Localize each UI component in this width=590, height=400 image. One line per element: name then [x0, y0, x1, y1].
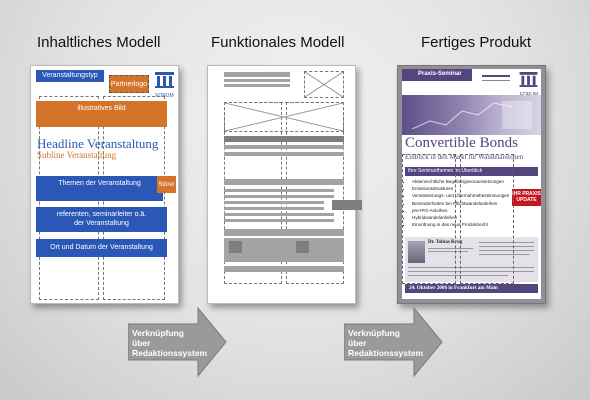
speaker-text-line	[428, 248, 473, 249]
list-item: Einordnung in das neue Produktrecht	[412, 221, 510, 228]
speakers-label: referenten, seminarleiter o.ä. der Veran…	[56, 211, 147, 227]
wire-footer-bar	[224, 266, 344, 272]
wire-header-bar	[224, 72, 290, 77]
title-functional-model: Funktionales Modell	[211, 34, 345, 51]
wire-text-line	[224, 207, 324, 210]
event-type-label: Veranstaltungstyp	[42, 71, 98, 79]
chart-line-image	[411, 101, 532, 130]
product-footer-bar: 24. Oktober 2006 in Frankfurt am Main	[405, 284, 538, 293]
right-arrow-icon	[127, 306, 227, 378]
guide-column-right	[460, 154, 514, 284]
partner-logo-label: Partnerlogo	[110, 80, 148, 88]
finished-product-page: Praxis-Seminar FORUM Convertible Bonds	[397, 65, 546, 304]
illustrative-image-bar: illustratives Bild	[36, 101, 167, 127]
topics-label: Themen der Veranstaltung	[58, 180, 141, 187]
subline-text: Subline Veranstaltung	[37, 150, 117, 160]
product-speakers-block: Dr. Tobias Krug	[405, 237, 538, 282]
product-topics-heading-bar: Ihre Seminarthemen im Überblick	[405, 167, 538, 176]
wire-topics-heading	[224, 179, 344, 185]
speaker-text-line	[479, 254, 529, 255]
praxis-update-badge: IHR PRAXIS UPDATE	[512, 189, 541, 206]
image-placeholder-icon	[304, 71, 344, 98]
functional-model-page	[207, 65, 362, 304]
arrow-label-2: Verknüpfung über Redaktionssystem	[348, 328, 424, 359]
speaker-text-line	[479, 250, 534, 251]
title-content-model: Inhaltliches Modell	[37, 34, 161, 51]
product-topics-heading: Ihre Seminarthemen im Überblick	[408, 168, 483, 174]
praxis-update-label: IHR PRAXIS UPDATE	[512, 191, 541, 203]
wire-badge	[332, 200, 362, 210]
list-item: Emissionsstrukturen	[412, 185, 510, 192]
product-tag: Praxis-Seminar	[418, 71, 462, 77]
list-item: Aktienrechtliche Begebungsvoraussetzunge…	[412, 178, 510, 185]
wire-header-bar	[224, 79, 290, 82]
wire-subline	[224, 152, 344, 156]
speaker-text-line	[408, 271, 534, 272]
wire-text-line	[224, 219, 334, 222]
link-arrow-2: Verknüpfung über Redaktionssystem	[343, 306, 444, 385]
stoerer-label: Störer	[158, 181, 175, 188]
speaker-text-line	[408, 275, 508, 276]
stoerer-badge: Störer	[157, 176, 176, 193]
list-item: pre-IPO-Anleihen	[412, 207, 510, 214]
partner-logo-box: Partnerlogo	[109, 75, 149, 93]
illustrative-image-label: illustratives Bild	[77, 104, 126, 112]
wire-text-line	[224, 201, 324, 204]
speaker-text-line	[479, 246, 534, 247]
content-model-page: Veranstaltungstyp Partnerlogo FORUM illu…	[30, 65, 179, 304]
list-item: Hybridwandelanleihen	[412, 214, 510, 221]
speaker-photo	[408, 241, 425, 263]
location-date-bar: Ort und Datum der Veranstaltung	[36, 239, 167, 257]
right-arrow-icon	[343, 306, 443, 378]
product-forum-logo: FORUM	[519, 72, 539, 98]
arrow-label-1: Verknüpfung über Redaktionssystem	[132, 328, 208, 359]
forum-logo-icon	[155, 72, 174, 88]
product-partner-logo	[482, 72, 510, 84]
product-tag-bar: Praxis-Seminar	[402, 69, 472, 81]
image-placeholder-icon	[224, 102, 344, 132]
guide-column-left	[402, 154, 456, 284]
link-arrow-1: Verknüpfung über Redaktionssystem	[127, 306, 228, 385]
wire-text-line	[224, 213, 334, 216]
wire-speaker-photo	[229, 241, 242, 253]
list-item: Besonderheiten bei Pflichtwandelanleihen	[412, 200, 510, 207]
headline-text: Headline Veranstaltung	[37, 136, 159, 151]
wire-text-line	[224, 195, 334, 198]
product-title: Convertible Bonds	[405, 135, 518, 151]
wire-speakers-block	[224, 229, 344, 262]
speaker-text-line	[479, 242, 534, 243]
speaker-name: Dr. Tobias Krug	[428, 240, 463, 245]
event-type-bar: Veranstaltungstyp	[36, 70, 104, 82]
wire-headline	[224, 136, 344, 142]
product-footer-text: 24. Oktober 2006 in Frankfurt am Main	[409, 285, 498, 291]
forum-logo: FORUM	[155, 72, 174, 99]
product-inner: Praxis-Seminar FORUM Convertible Bonds	[402, 69, 541, 299]
speaker-text-line	[428, 251, 468, 252]
forum-logo-icon	[519, 72, 538, 87]
product-subtitle: Einblick in den Markt für Wandelanleihen	[405, 153, 524, 161]
speaker-text-line	[408, 267, 534, 268]
topics-bar: Themen der Veranstaltung	[36, 176, 163, 201]
wire-speaker-photo	[296, 241, 309, 253]
wire-subline	[224, 145, 344, 149]
wire-header-bar	[224, 84, 290, 87]
wire-logo-placeholder	[304, 71, 344, 98]
location-date-label: Ort und Datum der Veranstaltung	[50, 243, 153, 251]
title-finished-product: Fertiges Produkt	[421, 34, 532, 51]
wire-text-line	[224, 189, 334, 192]
product-hero-image	[402, 95, 541, 135]
wire-image-placeholder	[224, 102, 344, 132]
speakers-bar: referenten, seminarleiter o.ä. der Veran…	[36, 207, 167, 232]
wire-divider	[224, 236, 344, 238]
